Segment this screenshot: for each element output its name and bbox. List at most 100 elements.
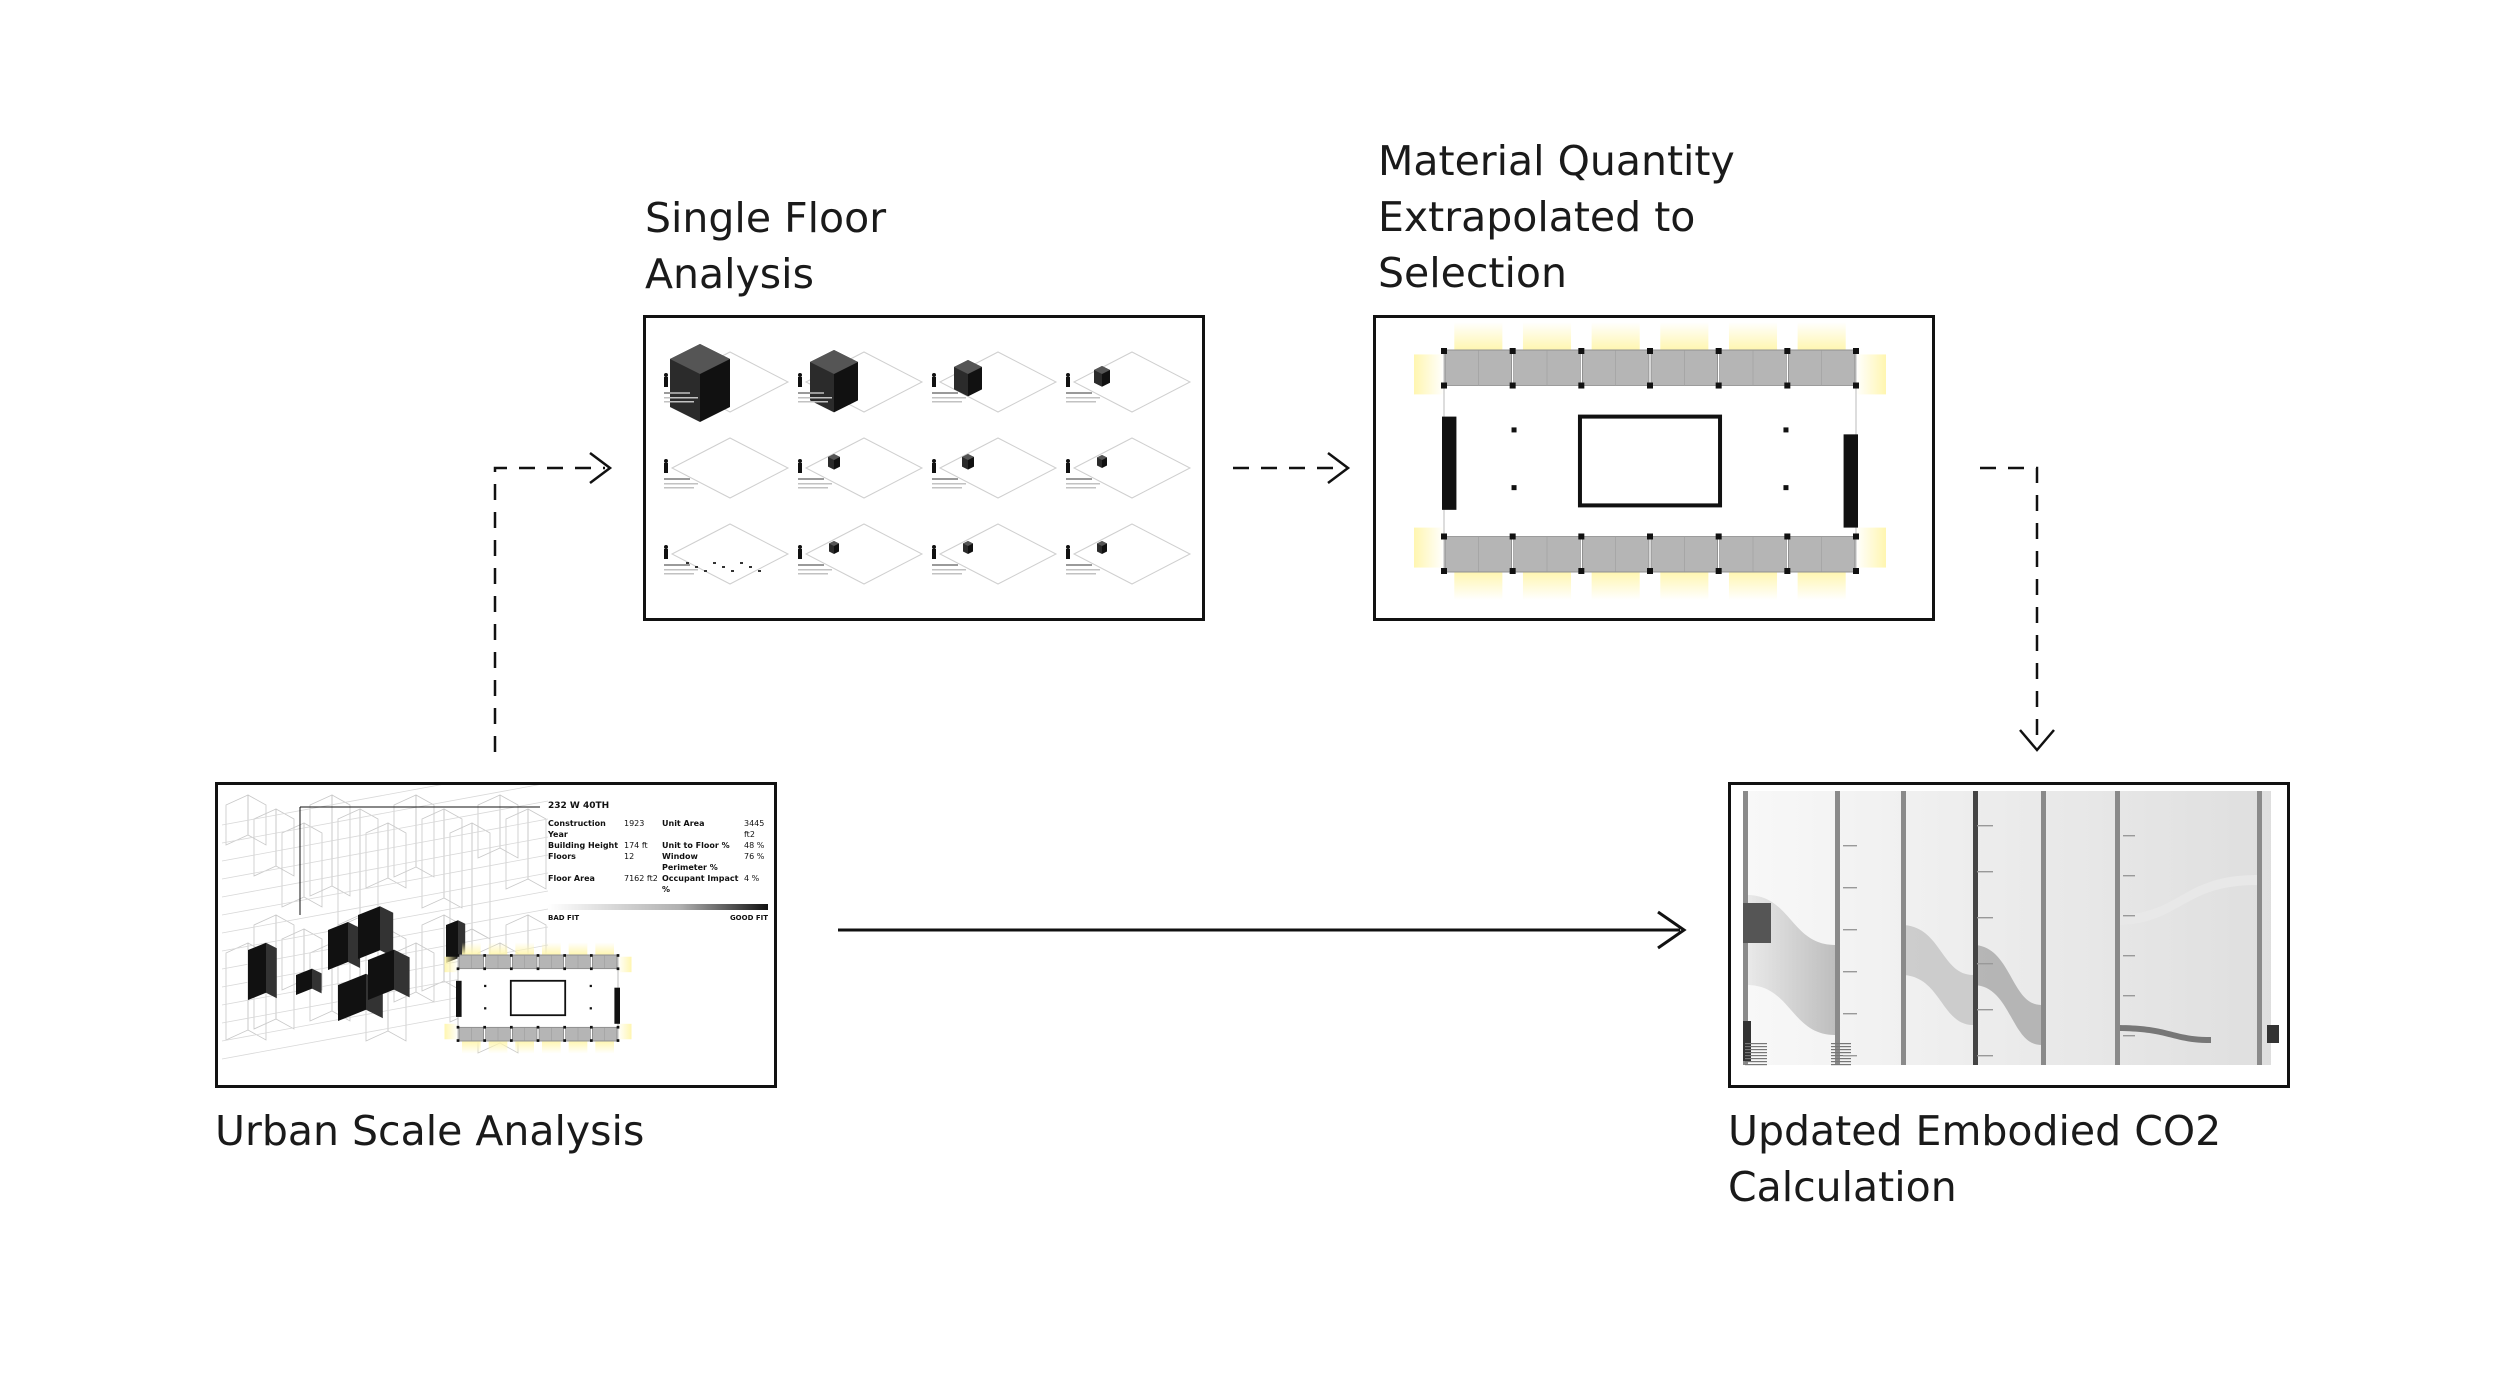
caption-mark: [664, 478, 690, 480]
caption-mark: [798, 483, 832, 485]
column: [616, 1025, 620, 1029]
column: [483, 1025, 487, 1029]
interior-column: [1783, 485, 1789, 491]
caption-mark: [1066, 573, 1096, 575]
window-glow: [1728, 322, 1778, 350]
column: [563, 1039, 567, 1042]
column: [456, 967, 460, 971]
debris-mark: [749, 566, 752, 568]
urban-stat-value: 3445 ft2: [744, 819, 765, 839]
legend-mark: [1831, 1061, 1851, 1063]
arrowhead-floor-to-material: [1327, 452, 1351, 484]
window-glow: [1414, 527, 1444, 568]
material-quantity-title: Material Quantity Extrapolated to Select…: [1378, 133, 1735, 301]
column: [1578, 568, 1585, 574]
sankey-node: [1743, 1021, 1751, 1061]
legend-mark: [1831, 1064, 1851, 1066]
caption-mark: [1066, 483, 1100, 485]
connector-urban-to-floor: [493, 466, 605, 752]
column: [1509, 568, 1516, 574]
node-label-mark: [1843, 971, 1857, 973]
scale-figure-icon: [1066, 545, 1070, 549]
floor-plate: [804, 437, 924, 499]
debris-mark: [731, 570, 734, 572]
floor-plate: [670, 437, 790, 499]
legend-mark: [1831, 1055, 1851, 1057]
co2-title-line2: Calculation: [1728, 1163, 1957, 1211]
interior-column: [589, 984, 592, 988]
sankey-node: [1901, 791, 1906, 1065]
urban-stat-label: Unit to Floor %: [662, 841, 730, 850]
node-label-mark: [1843, 845, 1857, 847]
column: [1509, 382, 1516, 389]
street-line: [221, 836, 549, 898]
scale-figure-icon: [664, 373, 668, 377]
context-building: [449, 822, 473, 940]
legend-mark: [1745, 1043, 1767, 1045]
window-glow: [542, 942, 561, 955]
column: [563, 967, 567, 971]
node-label-mark: [1977, 1055, 1993, 1057]
material-title-line1: Material Quantity: [1378, 137, 1735, 185]
material-mass: [829, 541, 839, 546]
selected-building: [348, 922, 360, 968]
embodied-co2-sankey: [1743, 791, 2279, 1066]
selected-building: [328, 922, 348, 970]
column: [1509, 348, 1516, 354]
column: [1647, 382, 1653, 389]
good-fit-label: GOOD FIT: [729, 914, 768, 922]
sankey-node: [1835, 791, 1840, 1065]
arrowhead-material-to-co2: [2019, 729, 2055, 752]
column: [1784, 382, 1791, 389]
street-line: [221, 872, 549, 934]
legend-mark: [1831, 1058, 1851, 1060]
legend-mark: [1745, 1064, 1767, 1066]
column: [1441, 533, 1447, 540]
scale-figure-icon: [932, 463, 936, 473]
scale-figure-icon: [798, 459, 802, 463]
column: [483, 1039, 487, 1042]
interior-column: [484, 984, 487, 988]
end-wall: [1442, 416, 1457, 510]
column: [563, 1025, 567, 1029]
selected-building: [394, 949, 410, 998]
selected-building: [248, 942, 266, 1000]
window-glow: [488, 942, 508, 955]
urban-title-line1: Urban Scale Analysis: [215, 1107, 645, 1155]
building-core: [1577, 414, 1723, 508]
context-building: [275, 808, 295, 877]
selected-building: [368, 949, 394, 1000]
sankey-node: [2041, 791, 2046, 1065]
caption-mark: [1066, 569, 1100, 571]
node-label-mark: [2123, 875, 2135, 877]
node-label-mark: [1843, 929, 1857, 931]
caption-mark: [664, 487, 694, 489]
interior-column: [589, 1007, 592, 1010]
column: [509, 1025, 513, 1029]
legend-mark: [1831, 1043, 1851, 1045]
street-line: [221, 854, 549, 916]
selected-building: [338, 973, 366, 1021]
context-building: [247, 794, 267, 846]
column: [456, 1039, 460, 1042]
debris-mark: [695, 566, 698, 568]
caption-mark: [798, 478, 824, 480]
column: [1441, 348, 1447, 354]
legend-mark: [1745, 1055, 1767, 1057]
end-wall: [1843, 434, 1858, 528]
sankey-node: [1743, 903, 1771, 943]
column: [1509, 533, 1516, 540]
urban-stat-label: Floor Area: [548, 874, 595, 883]
context-building: [477, 794, 501, 859]
node-label-mark: [2123, 835, 2135, 837]
single-floor-title: Single Floor Analysis: [645, 190, 886, 302]
selected-building: [312, 968, 322, 994]
column: [1853, 533, 1859, 540]
context-building: [281, 822, 305, 908]
co2-calculation-title: Updated Embodied CO2 Calculation: [1728, 1103, 2221, 1215]
street-line: [221, 785, 442, 826]
urban-stat-value: 174 ft: [624, 841, 648, 850]
legend-mark: [1831, 1046, 1851, 1048]
